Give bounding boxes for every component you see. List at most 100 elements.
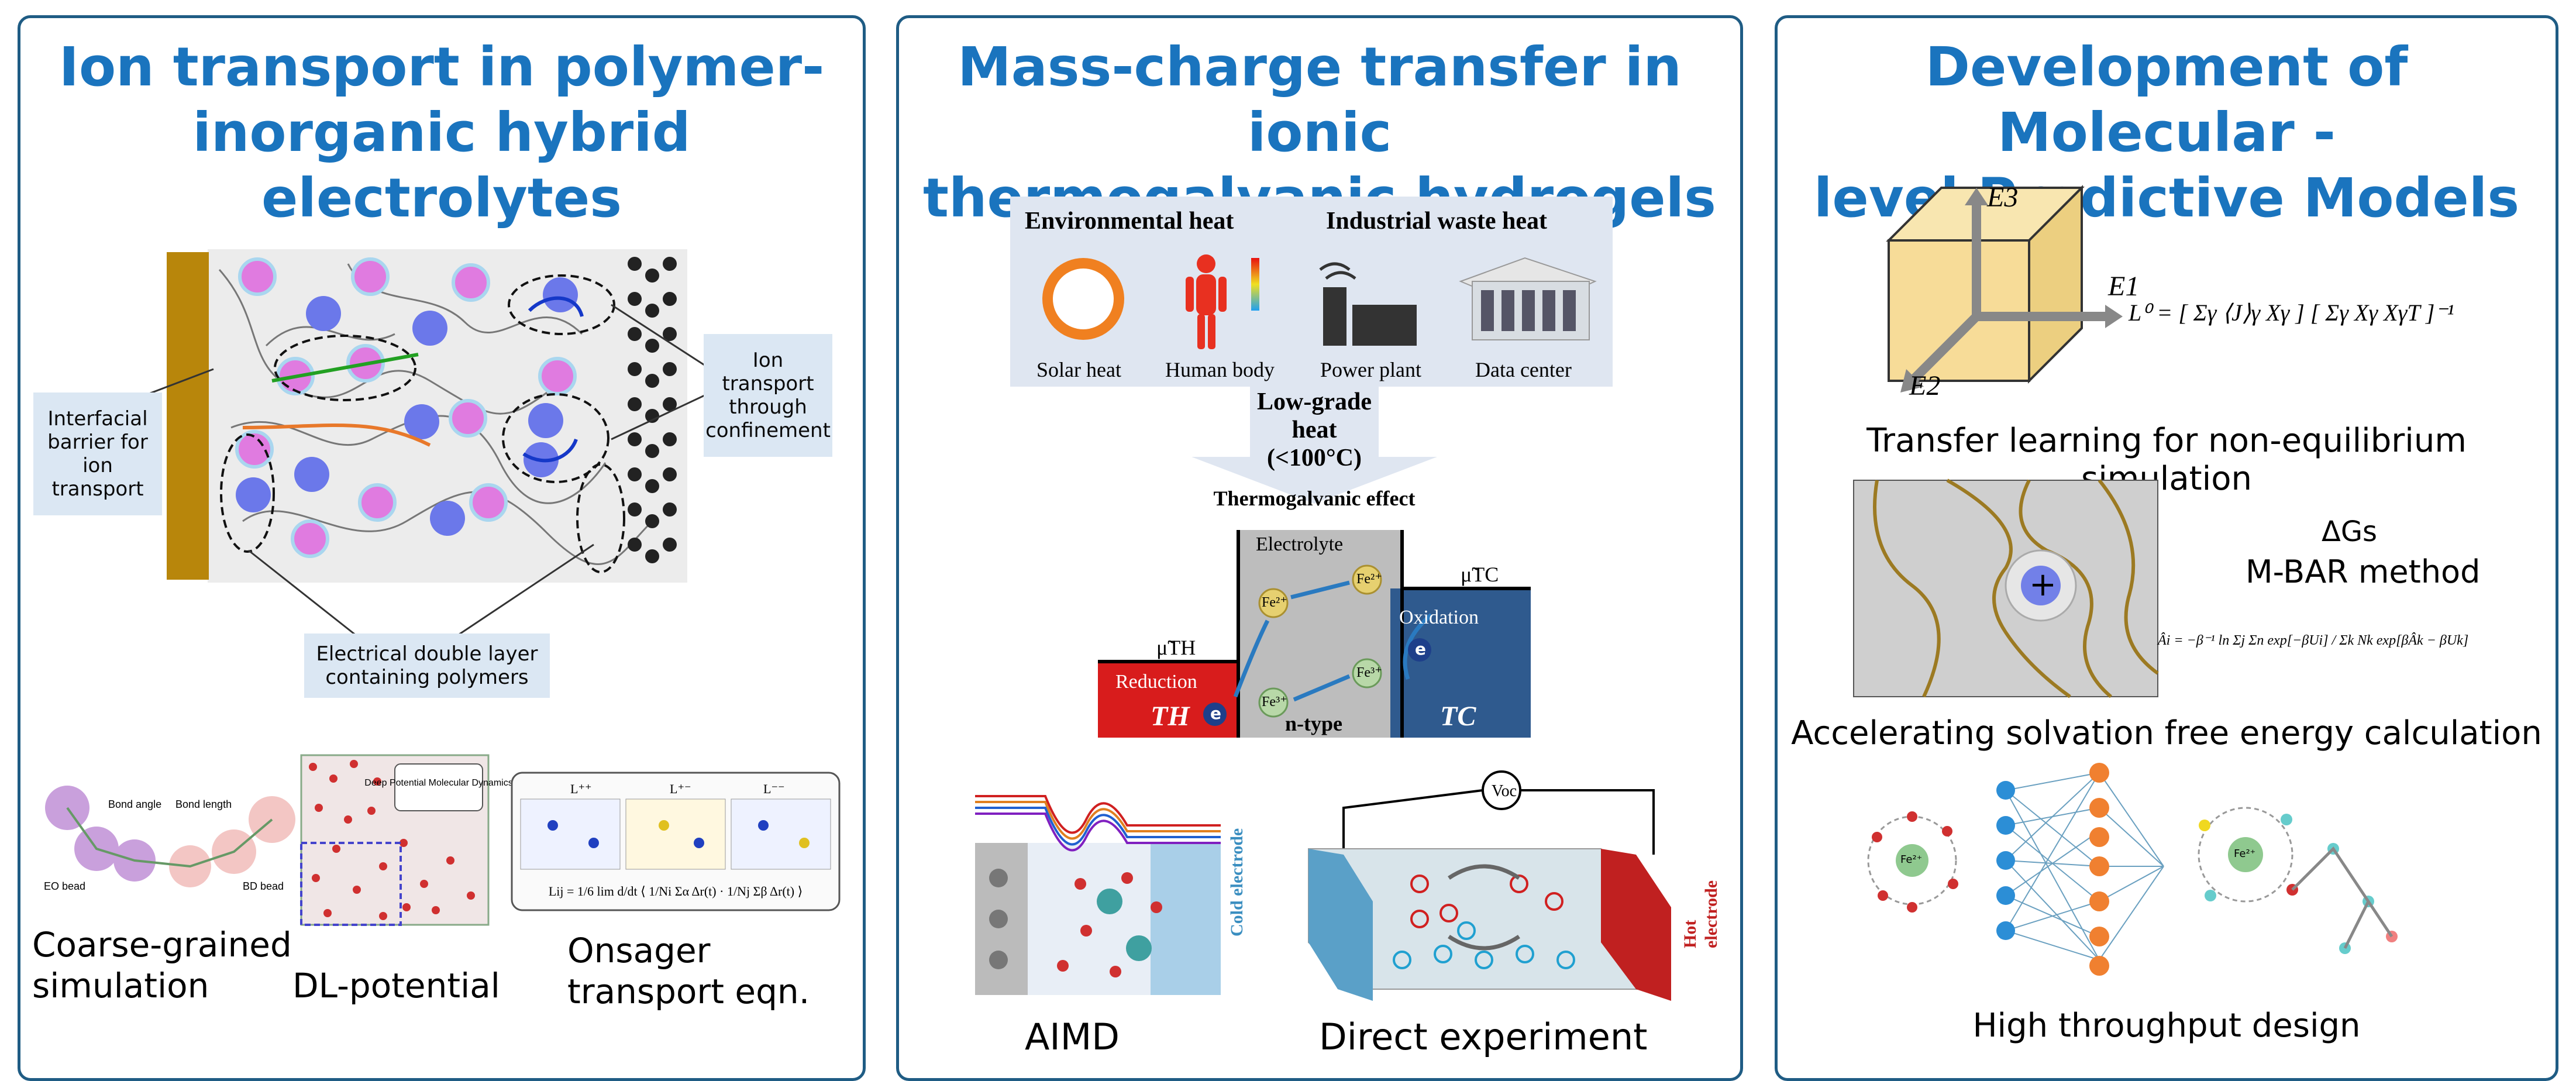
fe3-label-b: Fe³⁺ bbox=[1356, 665, 1382, 680]
panel2-title-line1: Mass-charge transfer in ionic bbox=[958, 36, 1682, 164]
aimd-thumbnail bbox=[975, 795, 1221, 995]
mu-cold-label: μ̃TC bbox=[1461, 563, 1499, 586]
neural-network-diagram bbox=[1867, 763, 2398, 976]
axis-arrowheads bbox=[1900, 188, 2123, 393]
caption-coarse-grained-line1: Coarse-grained bbox=[32, 925, 292, 965]
axis-e2-label: E2 bbox=[1909, 370, 1941, 401]
dpmd-inset-label: Deep Potential Molecular Dynamics bbox=[364, 778, 512, 788]
fe2-label-a: Fe²⁺ bbox=[1262, 595, 1287, 610]
callout-confinement-line: through bbox=[729, 395, 807, 419]
mbar-label: M-BAR method bbox=[2246, 553, 2481, 590]
fe2-ions bbox=[1258, 564, 1382, 618]
confinement-pores bbox=[628, 257, 677, 563]
low-grade-line1: Low-grade bbox=[1257, 388, 1372, 415]
sun-icon bbox=[1042, 258, 1124, 340]
electron-cold bbox=[1408, 638, 1431, 662]
axis-e3-label: E3 bbox=[1987, 182, 2019, 213]
panel1-title-line2: inorganic hybrid electrolytes bbox=[192, 101, 691, 229]
onsager-head-pm: L⁺⁻ bbox=[670, 782, 691, 796]
transport-arrows bbox=[242, 296, 584, 463]
l0-formula: L⁰ = [ Σγ ⟨J⟩γ Xγ ] [ Σγ Xγ XγT ]⁻¹ bbox=[2129, 299, 2454, 326]
dpmd-inset bbox=[394, 763, 483, 811]
fe-complex-left bbox=[1867, 811, 1958, 913]
callout-interface-line: barrier for bbox=[47, 431, 148, 454]
low-grade-heat-arrow bbox=[1191, 387, 1437, 504]
thermogalvanic-cell bbox=[1098, 530, 1531, 738]
onsager-head-pp: L⁺⁺ bbox=[570, 782, 592, 796]
cold-electrode-block bbox=[1390, 588, 1531, 738]
panel-mass-charge-transfer: Mass-charge transfer in ionic thermogalv… bbox=[896, 15, 1743, 1081]
panel-ion-transport: Ion transport in polymer- inorganic hybr… bbox=[18, 15, 866, 1081]
electrolyte-label: Electrolyte bbox=[1256, 533, 1344, 555]
cg-backbone bbox=[66, 807, 273, 868]
electron-cold-label: e bbox=[1415, 639, 1426, 659]
polymer-contours bbox=[1873, 478, 2159, 698]
fe2-label-b: Fe²⁺ bbox=[1356, 572, 1382, 587]
fe3-label-a: Fe³⁺ bbox=[1262, 694, 1287, 710]
water-molecules bbox=[309, 760, 475, 920]
oxidation-label: Oxidation bbox=[1399, 607, 1479, 628]
reduction-label: Reduction bbox=[1115, 671, 1197, 693]
dl-selection-box bbox=[300, 842, 402, 926]
caption-dl-potential: DL-potential bbox=[292, 966, 500, 1006]
aimd-water bbox=[1057, 872, 1162, 977]
industrial-heat-header: Industrial waste heat bbox=[1326, 208, 1548, 235]
low-grade-line2: heat bbox=[1292, 416, 1337, 443]
delta-g-label: ΔGs bbox=[2322, 515, 2378, 548]
env-heat-header: Environmental heat bbox=[1025, 208, 1234, 235]
solute-ion bbox=[2021, 566, 2061, 605]
callout-confinement: Ion transport through confinement bbox=[704, 334, 832, 457]
fe-complex-right bbox=[2198, 807, 2398, 954]
hot-electrode bbox=[1601, 849, 1671, 1001]
cation-particles bbox=[235, 257, 577, 558]
potential-curves bbox=[975, 795, 1221, 852]
callout-edl-line: Electrical double layer bbox=[316, 642, 538, 666]
direct-experiment-thumbnail bbox=[1308, 770, 1671, 1001]
bond-length-label: Bond length bbox=[175, 798, 232, 810]
callout-confinement-line: Ion bbox=[752, 349, 784, 372]
panel-predictive-models: Development of Molecular - level Predict… bbox=[1775, 15, 2558, 1081]
callout-interface-line: Interfacial bbox=[47, 407, 148, 431]
nn-hidden-layer bbox=[2089, 763, 2109, 976]
thermogalvanic-effect-label: Thermogalvanic effect bbox=[1213, 487, 1416, 510]
cold-electrode bbox=[1308, 849, 1373, 1001]
power-plant-icon bbox=[1319, 262, 1417, 346]
caption-onsager-line2: transport eqn. bbox=[567, 971, 810, 1011]
hybrid-electrolyte-schematic bbox=[90, 249, 711, 639]
caption-onsager: Onsager transport eqn. bbox=[567, 931, 810, 1012]
electron-hot-label: e bbox=[1210, 704, 1221, 723]
callout-interface-line: ion bbox=[82, 454, 113, 477]
panel1-title: Ion transport in polymer- inorganic hybr… bbox=[20, 35, 863, 231]
heat-source-label-datacenter: Data center bbox=[1475, 358, 1572, 381]
dashed-regions bbox=[220, 274, 625, 573]
onsager-thumbnail: L⁺⁺ L⁺⁻ L⁻⁻ Lij = 1/6 lim d/dt ⟨ 1/Ni Σα… bbox=[511, 772, 841, 911]
t-cold-label: TC bbox=[1440, 701, 1476, 732]
onsager-head-mm: L⁻⁻ bbox=[763, 782, 785, 796]
electrode-charges bbox=[989, 869, 1008, 969]
thermal-scale-icon bbox=[1251, 258, 1259, 311]
electron-hot bbox=[1203, 703, 1227, 726]
caption-high-throughput: High throughput design bbox=[1972, 1007, 2361, 1045]
caption-coarse-grained: Coarse-grained simulation bbox=[32, 925, 292, 1006]
redox-arrows bbox=[1233, 580, 1433, 702]
axis-e1-label: E1 bbox=[2108, 271, 2140, 302]
caption-direct-experiment: Direct experiment bbox=[1319, 1015, 1648, 1058]
solvated-ions bbox=[1097, 889, 1152, 961]
hot-electrode-label: Hot electrode bbox=[1680, 880, 1721, 948]
caption-aimd: AIMD bbox=[1025, 1015, 1120, 1058]
callout-edl-line: containing polymers bbox=[325, 666, 529, 689]
heat-source-label-human: Human body bbox=[1165, 358, 1275, 381]
heat-source-label-power: Power plant bbox=[1320, 358, 1421, 381]
eo-bead-label: EO bead bbox=[44, 880, 85, 892]
mbar-formula: Âi = −β⁻¹ ln Σj Σn exp[−βUi] / Σk Nk exp… bbox=[2158, 633, 2469, 648]
ntype-label: n-type bbox=[1285, 712, 1342, 735]
callout-interface-line: transport bbox=[51, 477, 144, 501]
hot-electrode-block bbox=[1098, 662, 1250, 738]
onsager-formula: Lij = 1/6 lim d/dt ⟨ 1/Ni Σα Δr(t) · 1/N… bbox=[549, 884, 803, 898]
onsager-diagrams bbox=[520, 798, 831, 870]
low-grade-heat-text: Low-grade heat (<100°C) bbox=[1244, 388, 1385, 472]
heat-source-label-solar: Solar heat bbox=[1036, 358, 1121, 381]
mu-hot-label: μ̃TH bbox=[1156, 636, 1196, 659]
nn-connections bbox=[2005, 772, 2164, 960]
voc-label: Voc bbox=[1492, 782, 1517, 800]
